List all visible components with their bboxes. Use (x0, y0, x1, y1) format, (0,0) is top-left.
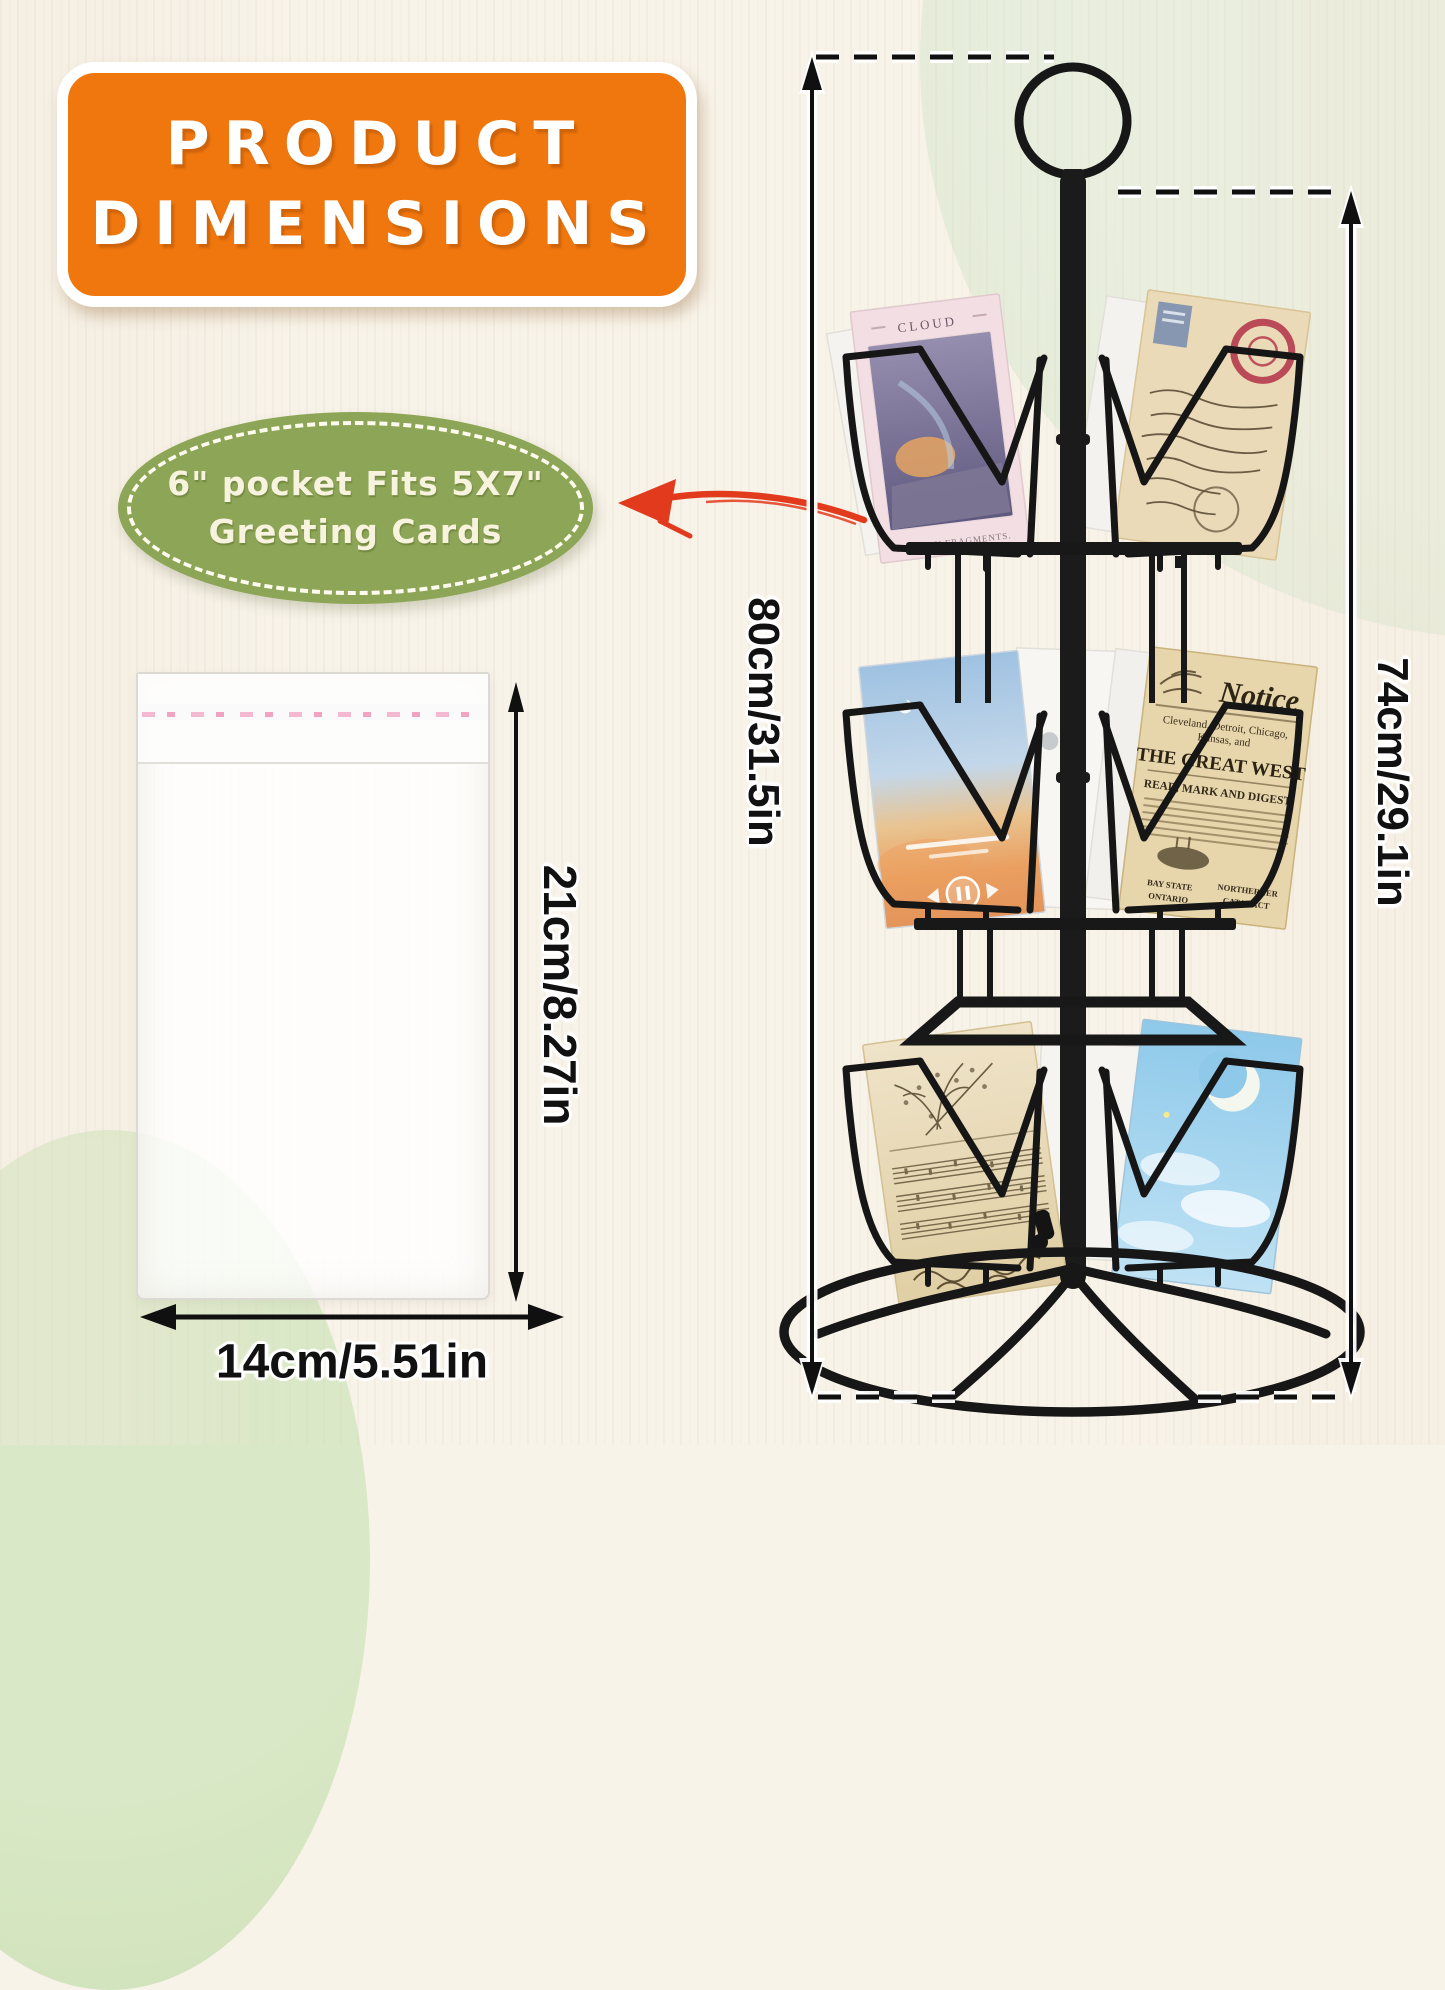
clouds (1117, 1152, 1271, 1252)
callout-dashed-border (127, 421, 584, 595)
ship-engraving (1157, 846, 1210, 870)
rack-base (779, 1209, 1365, 1417)
sleeve-dimension-arrows (152, 692, 552, 1320)
postmark (1193, 486, 1240, 533)
label-rack-height-74cm: 74cm/29.1in (1368, 657, 1417, 907)
newspaper-col3: ONTARIO (1148, 890, 1189, 905)
card-postcard (1112, 289, 1312, 561)
card-newspaper: Notice Cleveland, Detroit, Chicago, Kans… (1118, 646, 1318, 930)
badge-line-2: DIMENSIONS (90, 188, 664, 259)
label-rack-height-80cm: 80cm/31.5in (739, 597, 788, 847)
front-cards: CLOUD MEMORY FRAGMENTS. (849, 289, 1318, 1308)
arrowhead (618, 479, 676, 525)
center-pole (1060, 176, 1086, 1278)
badge-line-1: PRODUCT (165, 109, 589, 180)
rotation-knob (1033, 1209, 1055, 1241)
rotating-square-frame (899, 996, 1247, 1046)
tier-supports (899, 542, 1247, 1046)
player-controls (927, 876, 999, 911)
card-sunset-player (858, 649, 1046, 930)
cloud-card-title: CLOUD (897, 313, 958, 335)
top-ring (1014, 62, 1132, 180)
card-cloud: CLOUD MEMORY FRAGMENTS. (849, 293, 1031, 564)
handwriting-scribbles (1139, 389, 1278, 516)
pocket-size-callout: 6" pocket Fits 5X7" Greeting Cards (118, 412, 593, 604)
label-sleeve-width-14cm: 14cm/5.51in (215, 1335, 489, 1389)
pole-collar (1056, 772, 1090, 783)
wire-pockets (842, 345, 1304, 1289)
base-ring (779, 1247, 1365, 1417)
newspaper-body-lines (1139, 797, 1292, 851)
vertical-connector-wires (955, 555, 1187, 1002)
rack-and-dimensions-drawing: CLOUD MEMORY FRAGMENTS. (140, 50, 1365, 1417)
product-dimensions-badge: PRODUCT DIMENSIONS (57, 62, 697, 307)
pole-collar (1056, 434, 1090, 445)
callout-arrow (618, 479, 868, 539)
dimension-lines (140, 50, 1364, 1403)
label-sleeve-height-21cm: 21cm/8.27in (534, 864, 586, 1126)
clear-sleeve-bag (136, 672, 490, 1300)
adhesive-strip (142, 712, 484, 717)
base-legs (813, 1263, 1331, 1405)
